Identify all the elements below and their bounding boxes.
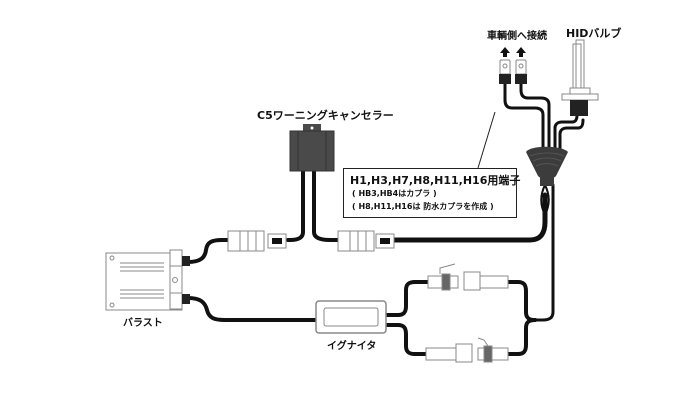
waterproof-connector-top xyxy=(427,263,509,291)
wire-canceller-right xyxy=(312,168,340,242)
wire-connector-to-grommet xyxy=(389,192,548,243)
wire-bulb-left xyxy=(553,113,579,152)
wire-twist-left xyxy=(540,184,550,216)
vehicle-connection-label: 車輌側へ接続 xyxy=(487,31,547,42)
note-line-1: ( HB3,HB4はカプラ ) xyxy=(352,189,437,198)
rubber-grommet xyxy=(526,146,568,186)
wire-igniter-out-top xyxy=(384,280,432,317)
leader-line xyxy=(477,111,496,169)
wire-top-connector-right xyxy=(506,280,537,322)
note-title: H1,H3,H7,H8,H11,H16用端子 xyxy=(350,174,521,187)
wire-bulb-right xyxy=(558,118,585,152)
warning-canceller-label: C5ワーニングキャンセラー xyxy=(257,109,394,122)
wire-ballast-to-canceller-connector xyxy=(186,238,234,264)
hid-bulb-label: HIDバルブ xyxy=(566,27,622,40)
wire-igniter-out-bottom xyxy=(384,323,430,356)
arrow-up-icon xyxy=(500,47,510,57)
warning-canceller xyxy=(289,124,335,172)
igniter xyxy=(315,300,387,334)
vehicle-terminals xyxy=(499,47,527,84)
note-line-2: ( H8,H11,H16は 防水カプラを作成 ) xyxy=(352,202,494,211)
terminal-note-box: H1,H3,H7,H8,H11,H16用端子 ( HB3,HB4はカプラ ) (… xyxy=(343,168,521,218)
connector-pair-right xyxy=(337,230,395,252)
wire-vehicle-right xyxy=(519,80,551,152)
wire-vehicle-left xyxy=(503,80,545,152)
wire-ballast-to-igniter xyxy=(186,296,318,322)
waterproof-connector-bottom xyxy=(425,337,509,363)
arrow-up-icon xyxy=(516,47,526,57)
wire-canceller-left xyxy=(286,168,305,242)
connector-pair-left xyxy=(227,230,287,252)
wire-bottom-connector-right xyxy=(506,318,537,356)
ballast-label: バラスト xyxy=(123,318,163,329)
wire-grommet-to-igniter-branch xyxy=(528,183,555,322)
igniter-label: イグナイタ xyxy=(327,341,377,352)
hid-bulb xyxy=(561,39,599,116)
ballast xyxy=(105,249,190,311)
